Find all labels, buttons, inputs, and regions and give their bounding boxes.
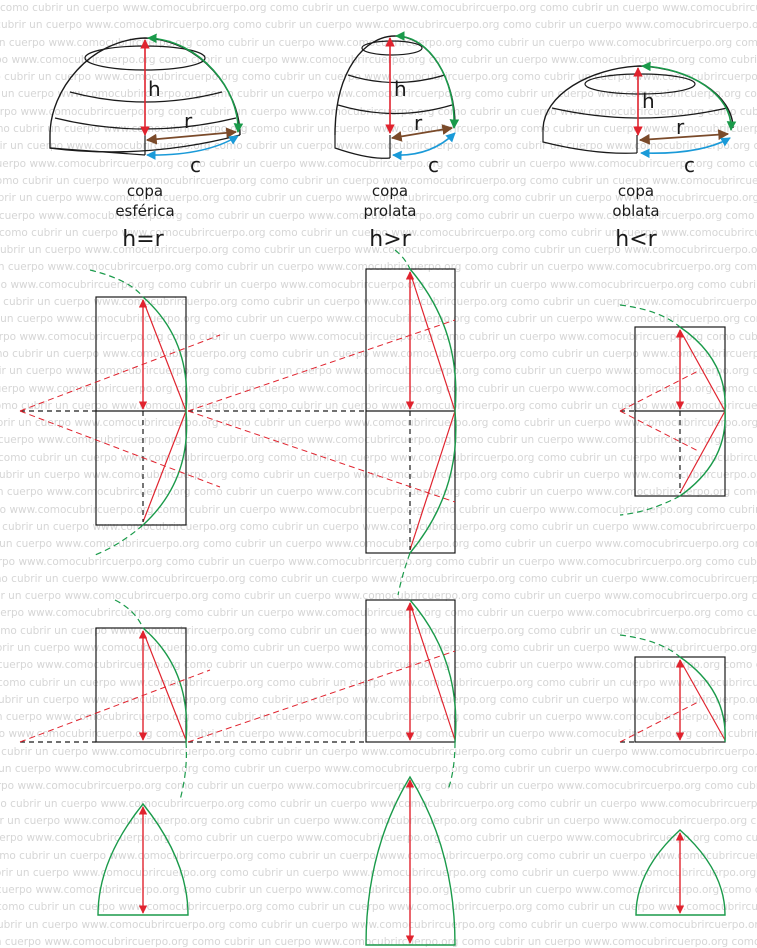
watermark-row: como cubrir un cuerpo www.comocubrircuer… (0, 849, 757, 862)
construction-full-spherical (19, 269, 221, 556)
watermark-row: como cubrir un cuerpo www.comocubrircuer… (0, 157, 757, 170)
oblate-cap-drawing: h r c copa oblata h<r (542, 61, 737, 252)
watermark-row: como cubrir un cuerpo www.comocubrircuer… (0, 780, 757, 793)
watermark-row: como cubrir un cuerpo www.comocubrircuer… (0, 693, 757, 706)
watermark-row: como cubrir un cuerpo www.comocubrircuer… (0, 918, 757, 931)
watermark-row: como cubrir un cuerpo www.comocubrircuer… (0, 866, 757, 879)
watermark-row: como cubrir un cuerpo www.comocubrircuer… (0, 209, 757, 222)
r-label: r (414, 111, 423, 135)
watermark-row: como cubrir un cuerpo www.comocubrircuer… (0, 624, 757, 637)
c-label: c (684, 153, 695, 177)
watermark-row: como cubrir un cuerpo www.comocubrircuer… (0, 711, 757, 724)
watermark-row: como cubrir un cuerpo www.comocubrircuer… (0, 520, 757, 533)
gore-spherical (97, 802, 189, 916)
r-label: r (184, 109, 193, 133)
watermark-row: como cubrir un cuerpo www.comocubrircuer… (0, 434, 757, 447)
watermark-row: como cubrir un cuerpo www.comocubrircuer… (0, 451, 757, 464)
watermark-row: como cubrir un cuerpo www.comocubrircuer… (0, 244, 757, 257)
cap-name-line1: copa (618, 182, 654, 200)
watermark-row: como cubrir un cuerpo www.comocubrircuer… (0, 469, 757, 482)
cap-name-line2: oblata (612, 202, 659, 220)
construction-full-oblate (619, 304, 726, 516)
construction-half-spherical (19, 599, 211, 801)
watermark-row: como cubrir un cuerpo www.comocubrircuer… (0, 503, 757, 516)
watermark-row: como cubrir un cuerpo www.comocubrircuer… (0, 590, 757, 603)
h-label: h (394, 77, 407, 101)
watermark-row: como cubrir un cuerpo www.comocubrircuer… (0, 555, 757, 568)
cap-name-line2: esférica (115, 202, 174, 220)
watermark-row: como cubrir un cuerpo www.comocubrircuer… (0, 296, 757, 309)
watermark-row: como cubrir un cuerpo www.comocubrircuer… (0, 832, 757, 845)
watermark-row: como cubrir un cuerpo www.comocubrircuer… (0, 884, 757, 897)
watermark-row: como cubrir un cuerpo www.comocubrircuer… (0, 19, 757, 32)
watermark-row: como cubrir un cuerpo www.comocubrircuer… (0, 763, 757, 776)
c-label: c (428, 153, 439, 177)
watermark-row: como cubrir un cuerpo www.comocubrircuer… (0, 641, 757, 654)
watermark-row: como cubrir un cuerpo www.comocubrircuer… (0, 486, 757, 499)
watermark-row: como cubrir un cuerpo www.comocubrircuer… (0, 797, 757, 810)
watermark-row: como cubrir un cuerpo www.comocubrircuer… (0, 192, 757, 205)
watermark-row: como cubrir un cuerpo www.comocubrircuer… (0, 572, 757, 585)
watermark-row: como cubrir un cuerpo www.comocubrircuer… (0, 278, 757, 291)
cap-name-line1: copa (127, 182, 163, 200)
construction-full-prolate (187, 249, 457, 596)
watermark-row: como cubrir un cuerpo www.comocubrircuer… (0, 901, 757, 914)
gore-prolate (365, 775, 456, 946)
construction-half-prolate (187, 599, 457, 791)
c-label: c (190, 153, 201, 177)
watermark-row: como cubrir un cuerpo www.comocubrircuer… (0, 2, 757, 14)
cap-name-line1: copa (372, 182, 408, 200)
watermark-row: como cubrir un cuerpo www.comocubrircuer… (0, 174, 757, 187)
h-label: h (148, 77, 161, 101)
watermark-row: como cubrir un cuerpo www.comocubrircuer… (0, 399, 757, 412)
watermark-row: como cubrir un cuerpo www.comocubrircuer… (0, 538, 757, 551)
watermark-row: como cubrir un cuerpo www.comocubrircuer… (0, 226, 757, 239)
watermark-row: como cubrir un cuerpo www.comocubrircuer… (0, 365, 757, 378)
watermark-row: como cubrir un cuerpo www.comocubrircuer… (0, 347, 757, 360)
cap-relation: h=r (122, 227, 164, 252)
cap-name-line2: prolata (364, 202, 417, 220)
cap-relation: h>r (369, 227, 411, 252)
r-label: r (676, 115, 685, 139)
construction-half-oblate (619, 634, 726, 743)
cap-relation: h<r (615, 227, 657, 252)
watermark-row: como cubrir un cuerpo www.comocubrircuer… (0, 659, 757, 672)
watermark-row: como cubrir un cuerpo www.comocubrircuer… (0, 261, 757, 274)
watermark-row: como cubrir un cuerpo www.comocubrircuer… (0, 417, 757, 430)
watermark-row: como cubrir un cuerpo www.comocubrircuer… (0, 330, 757, 343)
h-label: h (642, 89, 655, 113)
watermark-row: como cubrir un cuerpo www.comocubrircuer… (0, 607, 757, 620)
watermark-row: como cubrir un cuerpo www.comocubrircuer… (0, 676, 757, 689)
gore-oblate (635, 829, 726, 916)
watermark-row: como cubrir un cuerpo www.comocubrircuer… (0, 313, 757, 326)
watermark-row: como cubrir un cuerpo www.comocubrircuer… (0, 382, 757, 395)
watermark-row: como cubrir un cuerpo www.comocubrircuer… (0, 745, 757, 758)
spherical-cap-drawing: h r c copa esférica h=r (49, 33, 244, 252)
watermark-row: como cubrir un cuerpo www.comocubrircuer… (0, 936, 757, 948)
watermark-row: como cubrir un cuerpo www.comocubrircuer… (0, 728, 757, 741)
prolate-cap-drawing: h r c copa prolata h>r (334, 31, 460, 252)
watermark-row: como cubrir un cuerpo www.comocubrircuer… (0, 814, 757, 827)
